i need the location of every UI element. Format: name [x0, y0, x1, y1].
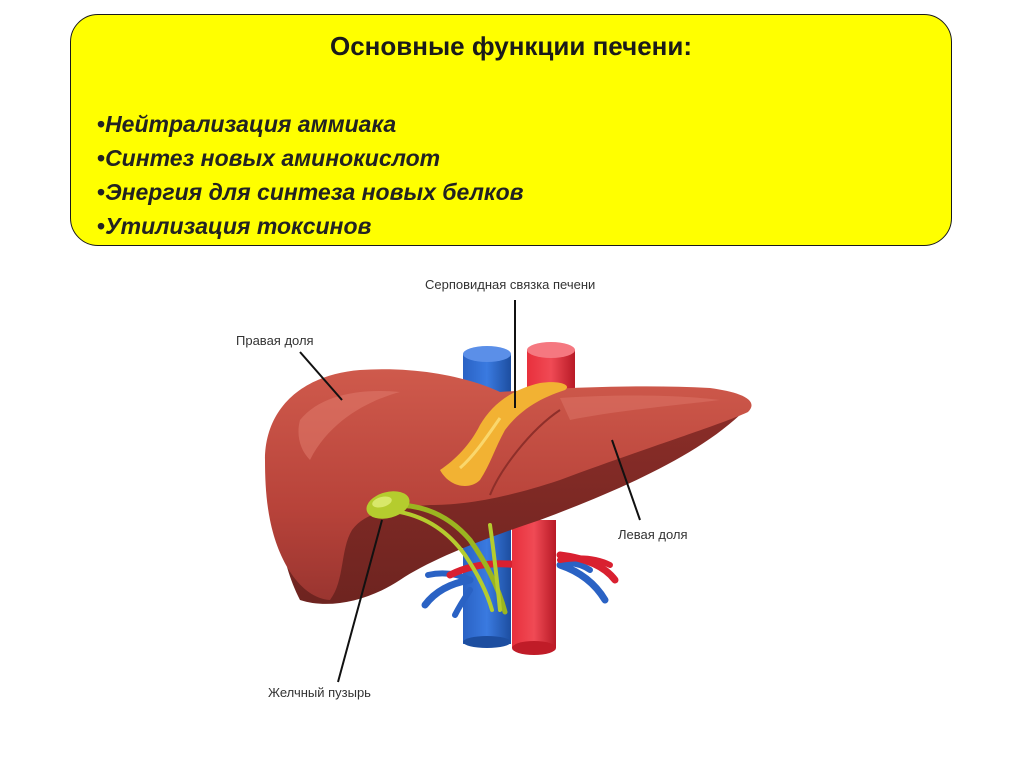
- list-item: •Утилизация токсинов: [97, 209, 524, 243]
- list-item-text: Синтез новых аминокислот: [105, 145, 441, 171]
- leader-left-lobe: [611, 439, 641, 521]
- liver-highlight: [298, 390, 400, 460]
- lobe-divider: [489, 409, 561, 496]
- bullet: •: [97, 213, 106, 239]
- label-right-lobe: Правая доля: [236, 333, 314, 348]
- bullet: •: [97, 145, 106, 171]
- bullet: •: [97, 111, 106, 137]
- label-gallbladder: Желчный пузырь: [268, 685, 371, 700]
- lower-vessels: [421, 520, 619, 655]
- info-box: Основные функции печени: •Нейтрализация …: [70, 14, 952, 246]
- label-left-lobe: Левая доля: [618, 527, 688, 542]
- info-list: •Нейтрализация аммиака •Синтез новых ами…: [97, 107, 524, 243]
- bullet: •: [97, 179, 106, 205]
- falciform-ligament: [440, 382, 568, 486]
- label-falciform-ligament: Серповидная связка печени: [425, 277, 595, 292]
- list-item-text: Нейтрализация аммиака: [105, 111, 397, 137]
- liver-body: [265, 369, 752, 600]
- leader-gallbladder: [337, 519, 383, 683]
- list-item: •Энергия для синтеза новых белков: [97, 175, 524, 209]
- info-title: Основные функции печени:: [329, 31, 693, 61]
- liver-underside: [283, 410, 745, 604]
- gallbladder: [366, 491, 508, 615]
- leader-right-lobe: [299, 351, 343, 401]
- list-item: •Синтез новых аминокислот: [97, 141, 524, 175]
- list-item-text: Энергия для синтеза новых белков: [105, 179, 524, 205]
- liver-highlight-left: [560, 395, 720, 420]
- list-item-text: Утилизация токсинов: [105, 213, 372, 239]
- list-item: •Нейтрализация аммиака: [97, 107, 524, 141]
